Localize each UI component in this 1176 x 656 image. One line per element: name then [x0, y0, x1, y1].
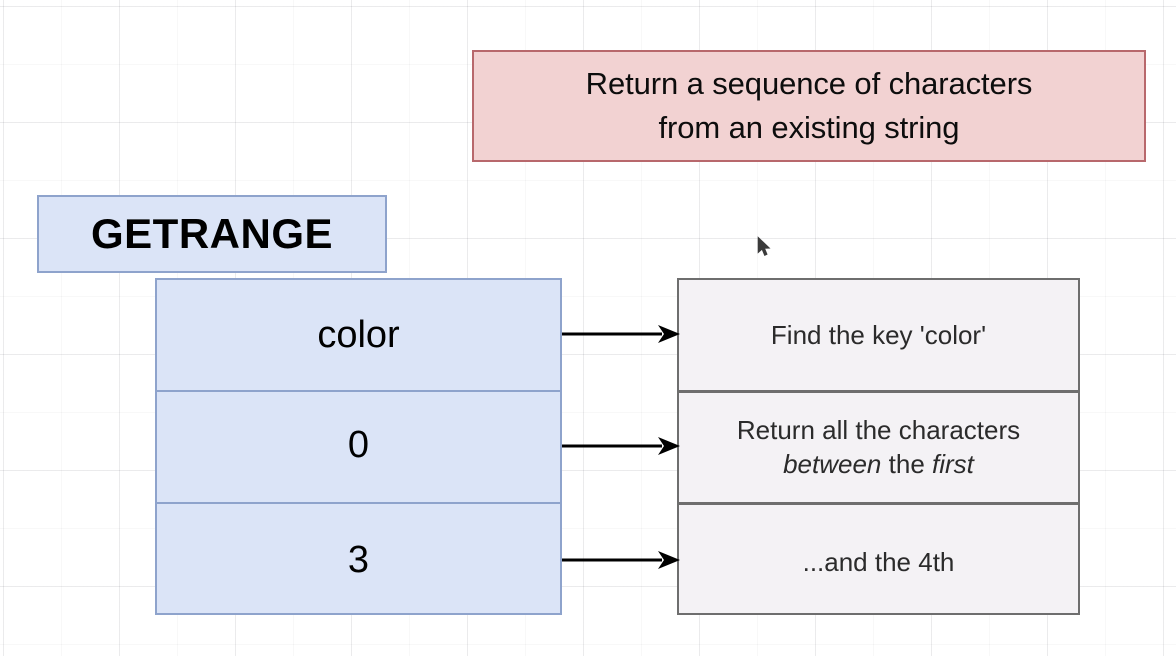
description-key-line-1: Find the key 'color' — [770, 320, 987, 351]
summary-note-line-1: Return a sequence of characters — [585, 65, 1033, 101]
summary-note-text: Return a sequence of characters from an … — [586, 62, 1033, 150]
command-title-label: GETRANGE — [90, 210, 333, 257]
mouse-cursor-icon — [757, 236, 771, 257]
argument-row-end: 3 — [157, 502, 560, 613]
argument-value-end: 3 — [347, 539, 370, 581]
argument-row-key: color — [157, 280, 560, 390]
description-start-line-1: Return all the characters — [736, 414, 1021, 445]
description-row-start: Return all the characters between the fi… — [679, 390, 1078, 502]
description-text-start: Return all the characters between the fi… — [737, 414, 1020, 482]
summary-note-line-2: from an existing string — [658, 110, 960, 145]
description-text-key: Find the key 'color' — [771, 319, 986, 353]
connector-arrow-end — [562, 551, 680, 569]
description-row-end: ...and the 4th — [679, 502, 1078, 613]
description-start-connector: the — [881, 448, 932, 479]
description-row-key: Find the key 'color' — [679, 280, 1078, 390]
command-title-box: GETRANGE — [37, 195, 387, 273]
arguments-table: color 0 3 — [155, 278, 562, 615]
description-start-emphasis-between: between — [783, 448, 882, 479]
connector-arrow-key — [562, 325, 680, 343]
descriptions-table: Find the key 'color' Return all the char… — [677, 278, 1080, 615]
summary-note: Return a sequence of characters from an … — [472, 50, 1146, 162]
description-end-line-1: ...and the 4th — [802, 547, 955, 578]
connector-arrow-start — [562, 437, 680, 455]
argument-value-start: 0 — [347, 423, 370, 466]
description-start-emphasis-first: first — [932, 448, 974, 479]
argument-row-start: 0 — [157, 390, 560, 502]
argument-value-key: color — [317, 313, 400, 356]
description-text-end: ...and the 4th — [803, 546, 955, 580]
